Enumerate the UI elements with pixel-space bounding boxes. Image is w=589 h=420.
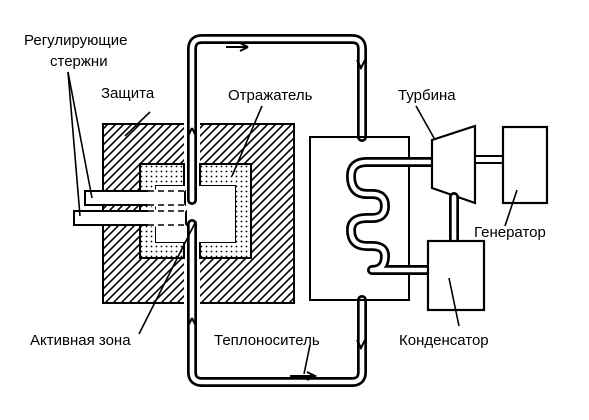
coolant-pipe <box>187 34 367 387</box>
label-turbine: Турбина <box>398 87 456 104</box>
label-reflector: Отражатель <box>228 87 313 104</box>
steam-generator <box>309 136 445 301</box>
label-condenser: Конденсатор <box>399 332 489 349</box>
label-control-rods-1: Регулирующие <box>24 32 127 49</box>
generator-box <box>501 125 549 205</box>
condenser-box <box>426 239 486 312</box>
shaft <box>474 155 504 164</box>
turbine <box>430 124 477 205</box>
control-rods <box>73 189 187 227</box>
label-shielding: Защита <box>101 85 155 102</box>
label-coolant: Теплоноситель <box>214 332 320 349</box>
label-control-rods-2: стержни <box>50 53 108 70</box>
label-generator: Генератор <box>474 224 546 241</box>
label-active-core: Активная зона <box>30 332 131 349</box>
flow-arrows <box>187 42 366 381</box>
leader-lines <box>67 71 518 375</box>
